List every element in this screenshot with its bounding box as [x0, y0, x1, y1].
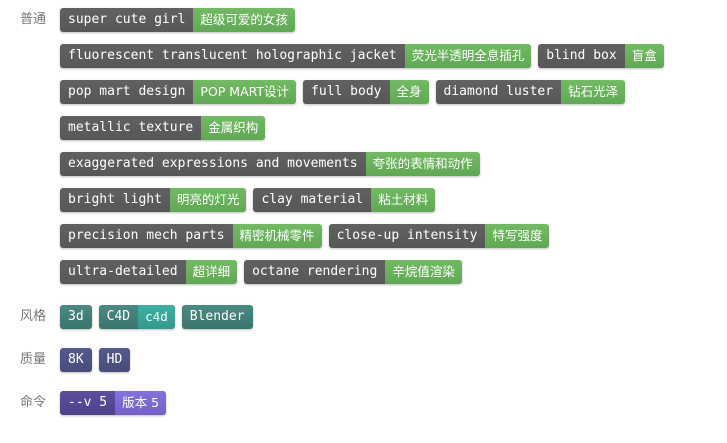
- tag-english: clay material: [253, 188, 372, 212]
- tag-english: ultra-detailed: [60, 260, 186, 284]
- tag-english: fluorescent translucent holographic jack…: [60, 44, 405, 68]
- tag-translation: 明亮的灯光: [169, 188, 247, 212]
- tag-english: 3d: [60, 305, 92, 329]
- tag-english: pop mart design: [60, 80, 194, 104]
- tag-english: precision mech parts: [60, 224, 233, 248]
- tag-english: --v 5: [60, 391, 116, 415]
- prompt-tag[interactable]: Blender: [181, 305, 253, 329]
- tag-translation: c4d: [138, 305, 175, 329]
- tag-row: fluorescent translucent holographic jack…: [60, 44, 727, 68]
- tag-translation: 精密机械零件: [232, 224, 322, 248]
- tag-translation: 夸张的表情和动作: [365, 152, 480, 176]
- tag-translation: 超级可爱的女孩: [193, 8, 295, 32]
- group-label: 风格: [20, 309, 47, 324]
- tag-english: Blender: [181, 305, 253, 329]
- group-label: 质量: [20, 352, 47, 367]
- tag-english: metallic texture: [60, 116, 202, 140]
- tag-english: bright light: [60, 188, 170, 212]
- tag-translation: 盲盒: [624, 44, 664, 68]
- prompt-tag[interactable]: 8K: [60, 348, 92, 372]
- tag-english: close-up intensity: [328, 224, 486, 248]
- tag-translation: 版本 5: [115, 391, 167, 415]
- tag-english: exaggerated expressions and movements: [60, 152, 366, 176]
- tag-translation: 全身: [389, 80, 429, 104]
- tag-english: HD: [98, 348, 131, 372]
- tag-translation: POP MART设计: [193, 80, 297, 104]
- tag-english: diamond luster: [435, 80, 562, 104]
- tag-translation: 金属织构: [201, 116, 266, 140]
- tag-english: octane rendering: [244, 260, 386, 284]
- prompt-tag[interactable]: 3d: [60, 305, 92, 329]
- tag-translation: 钻石光泽: [561, 80, 626, 104]
- tag-translation: 辛烷值渲染: [385, 260, 462, 284]
- tag-english: full body: [303, 80, 390, 104]
- tag-english: super cute girl: [60, 8, 194, 32]
- tag-translation: 荧光半透明全息插孔: [404, 44, 532, 68]
- tag-english: blind box: [538, 44, 625, 68]
- tag-translation: 粘土材料: [371, 188, 436, 212]
- tag-translation: 超详细: [185, 260, 238, 284]
- prompt-tag[interactable]: HD: [98, 348, 131, 372]
- group-label: 普通: [20, 12, 47, 27]
- tag-translation: 特写强度: [485, 224, 550, 248]
- tag-english: 8K: [60, 348, 92, 372]
- group-label: 命令: [20, 395, 47, 410]
- prompt-tag[interactable]: fluorescent translucent holographic jack…: [60, 44, 532, 68]
- tag-english: C4D: [98, 305, 139, 329]
